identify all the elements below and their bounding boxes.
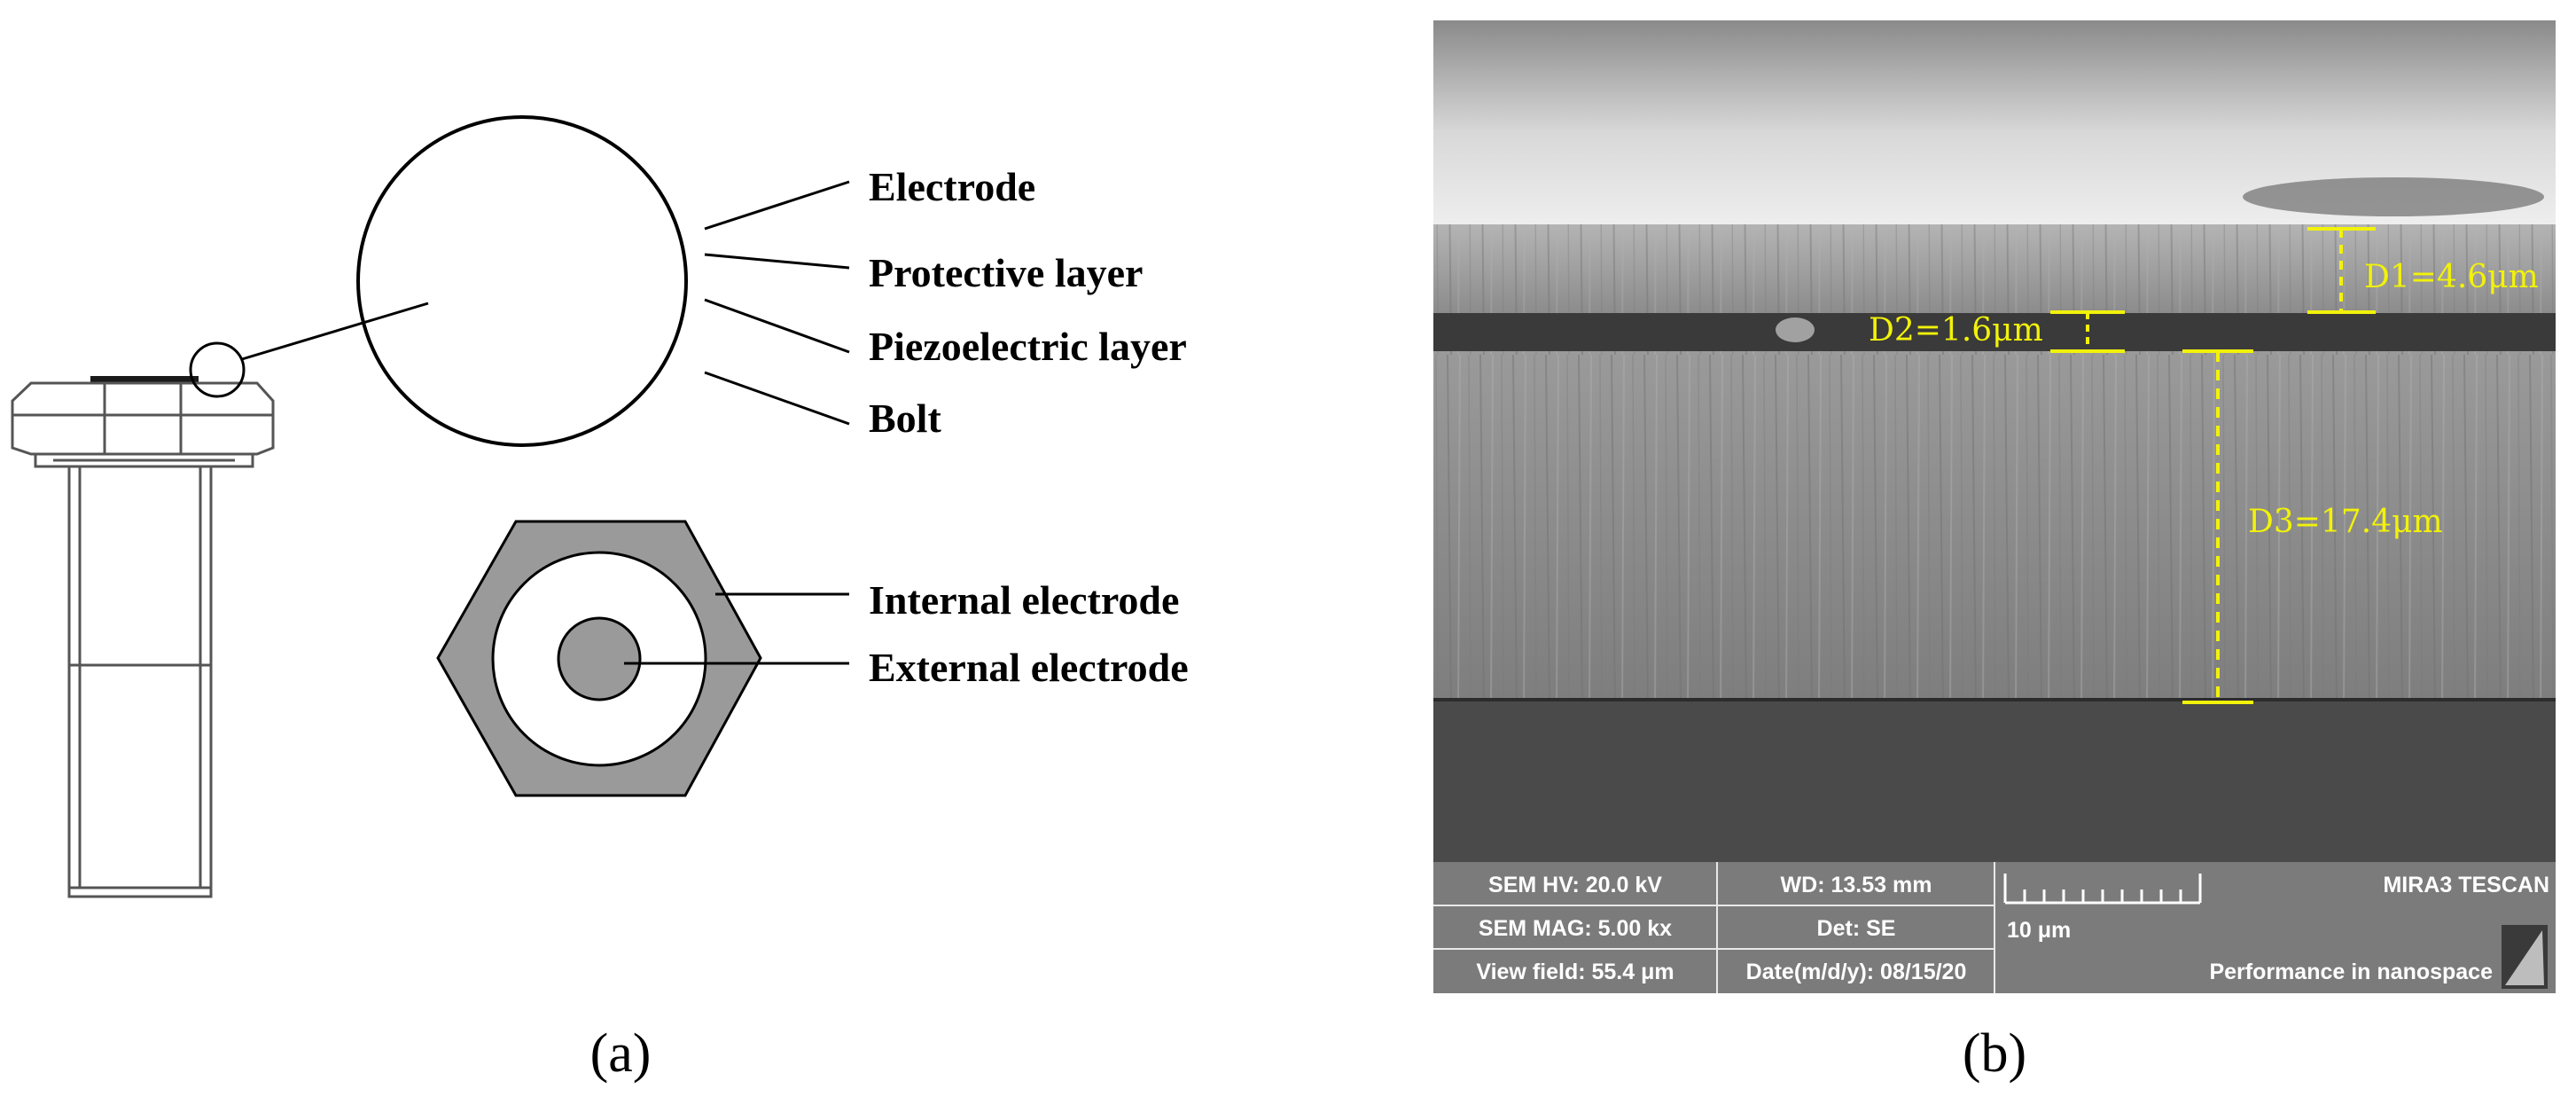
scale-bar-label: 10 μm [2007,918,2071,943]
electrode-layer [355,220,711,239]
sem-detector: Det: SE [1817,916,1896,941]
label-bolt: Bolt [869,396,941,441]
caption-a: (a) [590,1023,652,1084]
sem-date: Date(m/d/y): 08/15/20 [1746,960,1967,984]
measurement-d1: D1=4.6μm [2364,259,2539,295]
bolt-hatched-section [355,325,711,458]
scale-bar [2003,874,2202,905]
protective-layer [355,239,711,269]
sem-wd: WD: 13.53 mm [1781,873,1932,897]
center-electrode [557,616,642,701]
bolt-head [11,381,275,456]
measurement-d2: D2=1.6μm [1869,312,2043,349]
caption-b: (b) [1963,1023,2026,1084]
label-protective-layer: Protective layer [869,250,1143,295]
bolt-side-view [11,376,275,898]
label-internal-electrode: Internal electrode [869,577,1179,623]
detail-leader [241,302,429,361]
sem-view-field: View field: 55.4 μm [1476,960,1674,984]
sem-info-bar: SEM HV: 20.0 kV WD: 13.53 mm SEM MAG: 5.… [1433,862,2556,993]
sem-slogan: Performance in nanospace [2209,960,2493,984]
sem-dark-band [1433,313,2556,351]
panel-b-sem-image: D1=4.6μm D2=1.6μm D3=17.4μm [1433,20,2556,1084]
detail-marker [189,341,246,398]
sem-hv: SEM HV: 20.0 kV [1488,873,1662,897]
sem-substrate [1433,698,2556,862]
sem-mag: SEM MAG: 5.00 kx [1479,916,1672,941]
label-external-electrode: External electrode [869,645,1189,690]
piezoelectric-layer [355,269,711,325]
magnified-cross-section [355,115,711,458]
bolt-top-layer [90,376,199,384]
measurement-d3: D3=17.4μm [2248,504,2443,540]
tescan-logo-icon [2502,925,2548,989]
label-piezoelectric-layer: Piezoelectric layer [869,324,1187,369]
bolt-shank [67,465,213,898]
callout-leaders [704,180,850,426]
panel-a: Electrode Protective layer Piezoelectric… [11,115,1189,1084]
measurement-overlays [2050,227,2376,704]
sem-brand: MIRA3 TESCAN [2383,873,2549,897]
top-view-leaders [624,592,849,665]
bolt-top-view [436,520,762,797]
label-electrode: Electrode [869,164,1035,209]
